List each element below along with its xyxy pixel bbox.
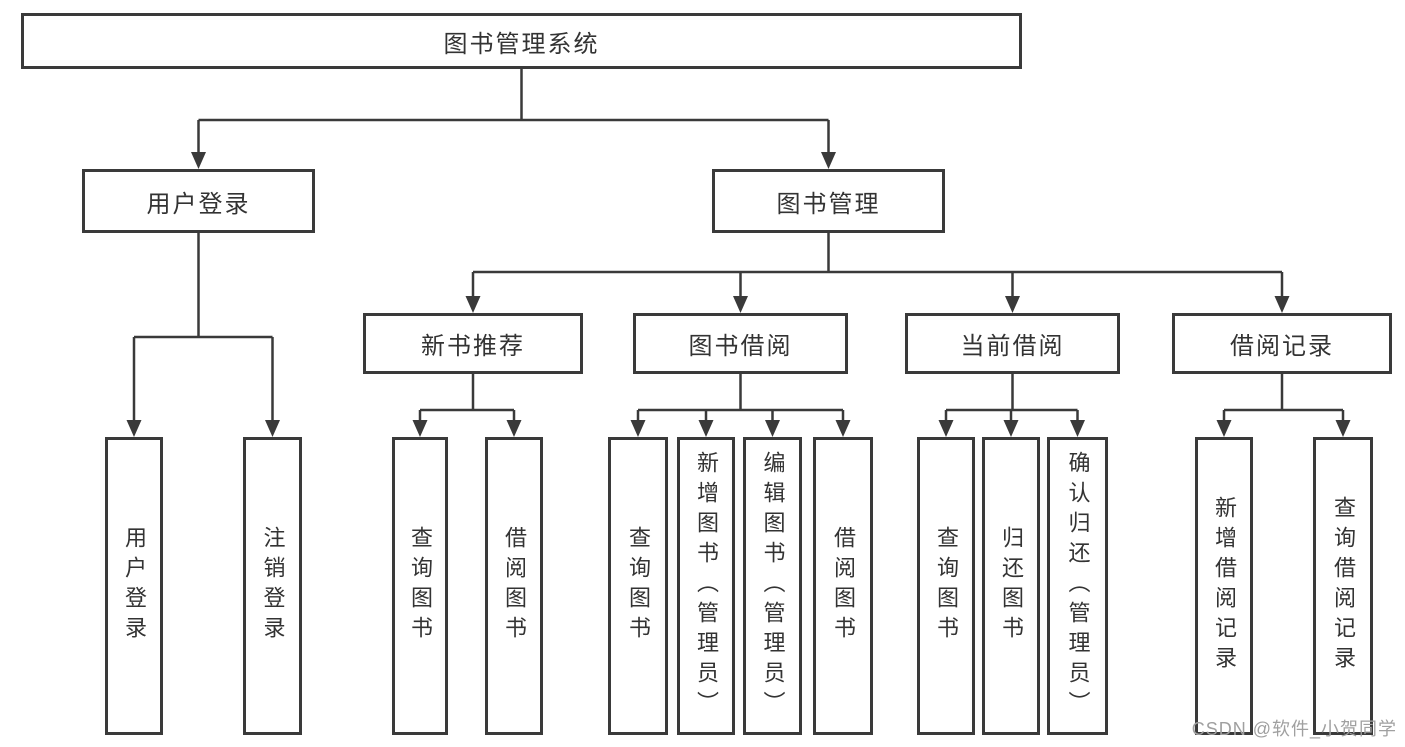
- node-library-system-label: 图书管理系统: [443, 30, 600, 58]
- leaf-user-login: 用户登录: [105, 437, 163, 735]
- leaf-query-books-current-label: 查询图书: [934, 526, 959, 646]
- leaf-add-borrow-record-label: 新增借阅记录: [1212, 496, 1237, 676]
- leaf-confirm-return-admin: 确认归还（管理员）: [1047, 437, 1108, 735]
- leaf-query-books-current: 查询图书: [917, 437, 975, 735]
- leaf-borrow-books-borrowing-label: 借阅图书: [831, 526, 856, 646]
- node-new-book-recommendation: 新书推荐: [363, 313, 583, 374]
- csdn-watermark: CSDN @软件_小贺同学: [1191, 719, 1397, 739]
- node-new-book-recommendation-label: 新书推荐: [421, 333, 525, 360]
- leaf-add-borrow-record: 新增借阅记录: [1195, 437, 1253, 735]
- leaf-return-book-label: 归还图书: [999, 526, 1024, 646]
- node-borrowing-records-label: 借阅记录: [1230, 333, 1334, 360]
- leaf-user-login-label: 用户登录: [122, 526, 147, 646]
- leaf-query-books-borrowing-label: 查询图书: [626, 526, 651, 646]
- leaf-borrow-books-borrowing: 借阅图书: [813, 437, 873, 735]
- node-current-borrowing-label: 当前借阅: [960, 333, 1065, 360]
- node-book-management: 图书管理: [712, 169, 945, 233]
- leaf-confirm-return-admin-label: 确认归还（管理员）: [1065, 451, 1091, 721]
- leaf-query-books-borrowing: 查询图书: [608, 437, 668, 735]
- leaf-edit-book-admin: 编辑图书（管理员）: [743, 437, 802, 735]
- node-user-login-label: 用户登录: [146, 190, 251, 218]
- leaf-borrow-books-recommend: 借阅图书: [485, 437, 543, 735]
- node-current-borrowing: 当前借阅: [905, 313, 1120, 374]
- node-book-borrowing-label: 图书借阅: [688, 333, 793, 360]
- leaf-edit-book-admin-label: 编辑图书（管理员）: [760, 451, 786, 721]
- leaf-query-borrow-record: 查询借阅记录: [1313, 437, 1373, 735]
- node-book-borrowing: 图书借阅: [633, 313, 848, 374]
- leaf-query-borrow-record-label: 查询借阅记录: [1331, 496, 1356, 676]
- node-borrowing-records: 借阅记录: [1172, 313, 1392, 374]
- leaf-borrow-books-recommend-label: 借阅图书: [502, 526, 527, 646]
- leaf-add-book-admin-label: 新增图书（管理员）: [694, 451, 719, 721]
- node-user-login: 用户登录: [82, 169, 315, 233]
- leaf-logout-label: 注销登录: [260, 526, 286, 646]
- leaf-logout: 注销登录: [243, 437, 302, 735]
- leaf-return-book: 归还图书: [982, 437, 1040, 735]
- leaf-query-books-recommend-label: 查询图书: [408, 526, 433, 646]
- leaf-add-book-admin: 新增图书（管理员）: [677, 437, 735, 735]
- node-library-system: 图书管理系统: [21, 13, 1022, 69]
- leaf-query-books-recommend: 查询图书: [392, 437, 448, 735]
- node-book-management-label: 图书管理: [776, 190, 881, 218]
